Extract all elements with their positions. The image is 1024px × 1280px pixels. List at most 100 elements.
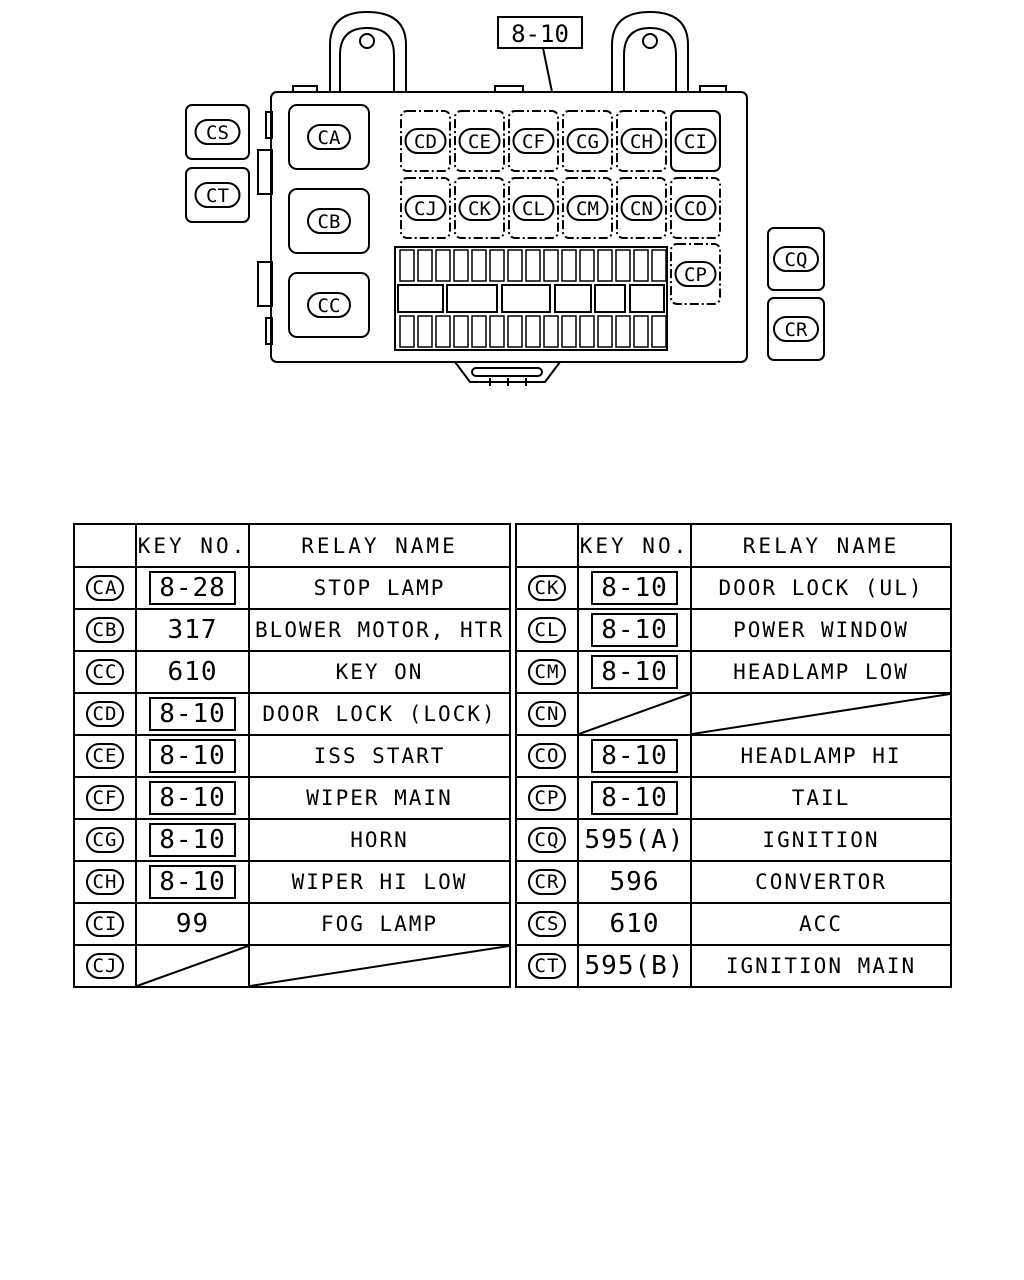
code-cell: CN xyxy=(515,692,579,736)
relay-socket-label: CS xyxy=(206,122,229,144)
relay-socket-label: CC xyxy=(318,295,341,317)
relay-name-cell: CONVERTOR xyxy=(690,860,952,904)
header-key-no: KEY NO. xyxy=(577,523,692,568)
header-key-no: KEY NO. xyxy=(135,523,250,568)
relay-socket-ce: CE xyxy=(454,110,505,172)
table-header-row: KEY NO. RELAY NAME xyxy=(515,523,952,568)
relay-code-badge: CO xyxy=(527,743,567,769)
key-no-cell: 8-10 xyxy=(577,566,692,610)
relay-socket-label: CF xyxy=(522,131,545,153)
relay-socket-cj: CJ xyxy=(400,177,451,239)
key-no-boxed: 8-10 xyxy=(591,781,678,815)
key-no-boxed: 8-10 xyxy=(591,571,678,605)
relay-socket-cb: CB xyxy=(288,188,370,254)
relay-socket-co: CO xyxy=(670,177,721,239)
key-no: 317 xyxy=(167,615,218,645)
key-no: 99 xyxy=(175,909,210,939)
relay-name-cell: STOP LAMP xyxy=(248,566,511,610)
relay-socket-label: CQ xyxy=(785,249,808,271)
relay-socket-label: CN xyxy=(630,198,653,220)
key-no-cell: 99 xyxy=(135,902,250,946)
relay-socket-cp: CP xyxy=(670,243,721,305)
key-no-cell: 8-10 xyxy=(577,650,692,694)
relay-socket-label: CG xyxy=(576,131,599,153)
relay-code-badge: CI xyxy=(85,911,125,937)
relay-socket-label: CR xyxy=(785,319,808,341)
code-cell: CF xyxy=(73,776,137,820)
fuse-area xyxy=(394,246,668,351)
code-cell: CQ xyxy=(515,818,579,862)
key-no-cell: 8-10 xyxy=(135,860,250,904)
relay-code-badge: CM xyxy=(527,659,567,685)
code-cell: CE xyxy=(73,734,137,778)
relay-code-badge: CN xyxy=(527,701,567,727)
relay-name-cell: BLOWER MOTOR, HTR xyxy=(248,608,511,652)
relay-name-cell: WIPER HI LOW xyxy=(248,860,511,904)
key-no-boxed: 8-10 xyxy=(149,739,236,773)
relay-code-badge: CE xyxy=(85,743,125,769)
table-row: CD 8-10 DOOR LOCK (LOCK) xyxy=(73,692,511,736)
relay-socket-cm: CM xyxy=(562,177,613,239)
header-relay-name: RELAY NAME xyxy=(690,523,952,568)
key-no-boxed: 8-10 xyxy=(591,739,678,773)
callout-8-10: 8-10 xyxy=(497,16,583,93)
relay-socket-label: CM xyxy=(576,198,599,220)
code-cell: CM xyxy=(515,650,579,694)
relay-code-badge: CP xyxy=(527,785,567,811)
relay-name-cell-empty xyxy=(690,692,952,736)
table-row: CO 8-10 HEADLAMP HI xyxy=(515,734,952,778)
relay-socket-label: CD xyxy=(414,131,437,153)
key-no-cell: 8-10 xyxy=(135,692,250,736)
relay-name-cell: KEY ON xyxy=(248,650,511,694)
relay-socket-cd: CD xyxy=(400,110,451,172)
code-cell: CL xyxy=(515,608,579,652)
code-cell: CA xyxy=(73,566,137,610)
key-no-cell: 8-10 xyxy=(577,776,692,820)
relay-name-cell: DOOR LOCK (UL) xyxy=(690,566,952,610)
key-no-boxed: 8-10 xyxy=(591,655,678,689)
relay-socket-cl: CL xyxy=(508,177,559,239)
empty-diagonal xyxy=(692,694,950,734)
relay-socket-label: CT xyxy=(206,185,229,207)
key-no-cell: 317 xyxy=(135,608,250,652)
code-cell: CD xyxy=(73,692,137,736)
key-no-cell: 8-10 xyxy=(577,734,692,778)
code-cell: CS xyxy=(515,902,579,946)
relay-socket-cf: CF xyxy=(508,110,559,172)
table-row: CB 317 BLOWER MOTOR, HTR xyxy=(73,608,511,652)
key-no-cell: 8-28 xyxy=(135,566,250,610)
callout-label: 8-10 xyxy=(511,20,569,48)
relay-socket-label: CA xyxy=(318,127,341,149)
key-no-boxed: 8-10 xyxy=(149,697,236,731)
relay-code-badge: CC xyxy=(85,659,125,685)
relay-socket-ca: CA xyxy=(288,104,370,170)
code-cell: CI xyxy=(73,902,137,946)
code-cell: CR xyxy=(515,860,579,904)
empty-diagonal xyxy=(137,946,248,986)
key-no-cell-empty xyxy=(577,692,692,736)
key-no: 595(B) xyxy=(584,951,685,981)
relay-name-cell: POWER WINDOW xyxy=(690,608,952,652)
relay-name-cell: IGNITION MAIN xyxy=(690,944,952,988)
relay-name-cell: HEADLAMP HI xyxy=(690,734,952,778)
relay-name-cell: DOOR LOCK (LOCK) xyxy=(248,692,511,736)
key-no-cell: 596 xyxy=(577,860,692,904)
key-no-cell: 8-10 xyxy=(135,734,250,778)
relay-socket-cs: CS xyxy=(185,104,250,160)
relay-code-badge: CB xyxy=(85,617,125,643)
key-no-cell: 595(B) xyxy=(577,944,692,988)
relay-code-badge: CS xyxy=(527,911,567,937)
relay-code-badge: CT xyxy=(527,953,567,979)
code-cell: CO xyxy=(515,734,579,778)
